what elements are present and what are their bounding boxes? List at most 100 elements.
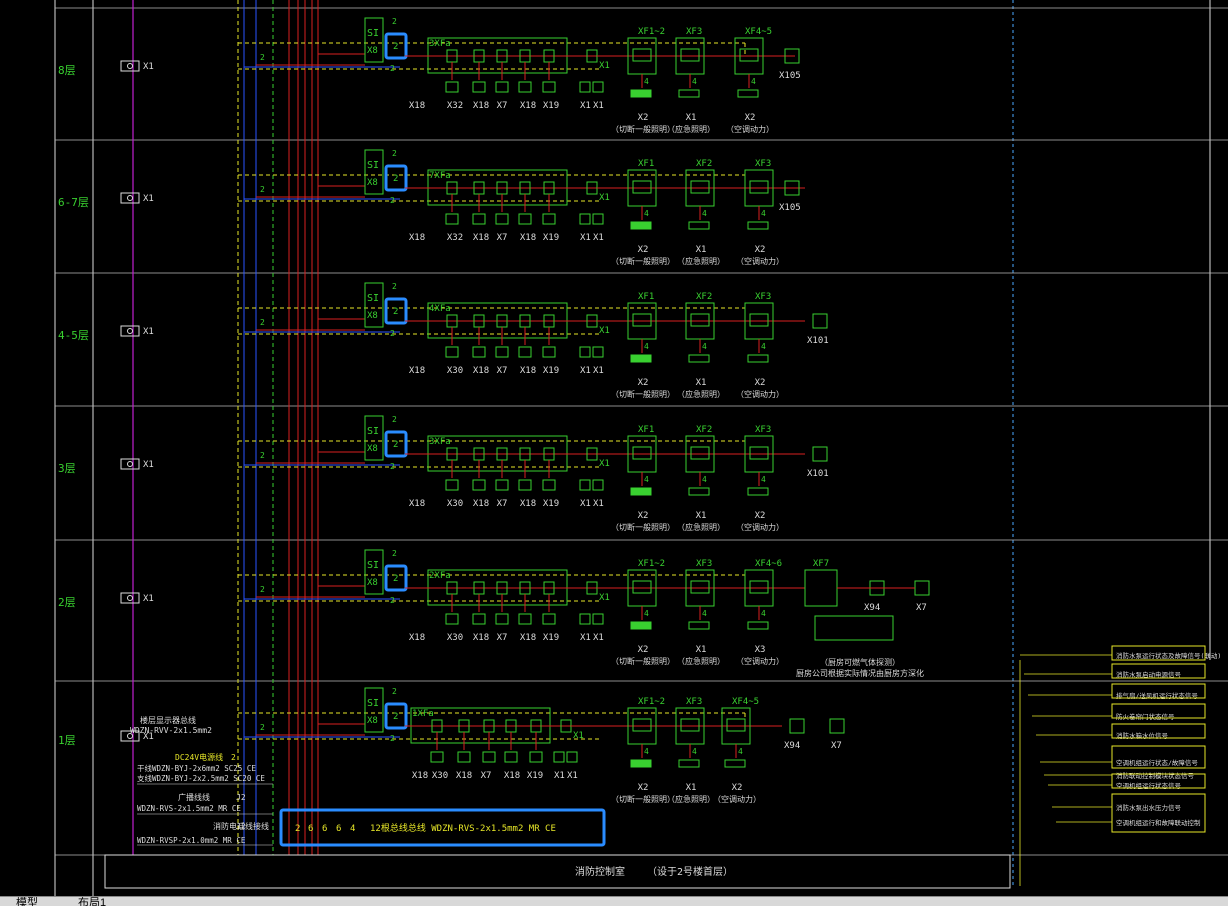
control-module [680, 48, 700, 62]
highlight-box [384, 702, 408, 730]
floor-display-icon [127, 595, 133, 601]
device-count: X18 [520, 366, 536, 376]
device-count: X32 [447, 101, 463, 111]
control-module [632, 48, 652, 62]
tab-model[interactable]: 模型 [16, 897, 38, 906]
module-icon [579, 346, 591, 358]
legend-item: 消防水泵启动电源信号 [1116, 670, 1182, 679]
xf-description: （应急照明） [677, 656, 725, 666]
bus-cable: 支线WDZN-BYJ-2x2.5mm2 SC20 CE [137, 773, 265, 783]
controlled-device [678, 89, 700, 98]
wire-count: 2 [390, 734, 395, 743]
end-device-qty: X101 [807, 469, 829, 479]
bus-cable: WDZN-RVS-2x1.5mm2 MR CE [137, 804, 241, 813]
device-count: X18 [504, 771, 520, 781]
module-count: X1 [567, 771, 578, 781]
xf-label: XF3 [755, 425, 771, 435]
floor-display-icon [127, 195, 133, 201]
controlled-device [747, 221, 769, 230]
wire-count: 4 [702, 342, 707, 351]
wire-count: 4 [751, 77, 756, 86]
si-isolator [364, 415, 384, 461]
floor-display-icon [120, 592, 140, 604]
cabinet-label: 3XFa [429, 437, 451, 447]
wire-count: 4 [761, 342, 766, 351]
xf-label: XF4~6 [755, 559, 782, 569]
cabinet-label: 4XFa [429, 304, 451, 314]
legend-item: 消防水箱水位信号 [1116, 731, 1169, 740]
xf-qty: X2 [745, 113, 756, 123]
floor-label: 2层 [58, 596, 76, 609]
device-count: X19 [527, 771, 543, 781]
si-label: SI [367, 160, 379, 171]
controlled-device [630, 89, 652, 98]
field-device-icon [445, 346, 459, 358]
legend-box [1111, 723, 1206, 739]
field-device-icon [518, 613, 532, 625]
si-label: SI [367, 560, 379, 571]
xf-qty: X1 [696, 511, 707, 521]
xf-label: XF2 [696, 425, 712, 435]
control-module [749, 180, 769, 194]
floor2-note: 厨房公司根据实际情况由厨房方深化 [796, 668, 924, 678]
module-icon [592, 479, 604, 491]
control-room-box [104, 854, 1011, 889]
wire-count: 4 [761, 609, 766, 618]
field-device-icon [542, 346, 556, 358]
device-count: X18 [520, 101, 536, 111]
xf-qty: X2 [755, 245, 766, 255]
bus-num: 2 [231, 753, 236, 762]
controlled-device [630, 221, 652, 230]
xf-label: XF3 [755, 292, 771, 302]
xf-description: （切断一般照明） [611, 389, 675, 399]
xf-description: （应急照明） [677, 389, 725, 399]
cabinet-label: 3XFa [429, 39, 451, 49]
control-module [749, 580, 769, 594]
xf-description: （空调动力） [736, 256, 784, 266]
controlled-device [688, 487, 710, 496]
wire-count: 2 [392, 17, 397, 26]
wire-count: 4 [644, 747, 649, 756]
xf-qty: X2 [732, 783, 743, 793]
device-count: X18 [473, 233, 489, 243]
wire-count: 2 [260, 723, 265, 732]
floor2-note: （厨房可燃气体探测） [820, 657, 900, 667]
cabinet-label: 7XFa [429, 171, 451, 181]
device-count: X18 [520, 233, 536, 243]
end-device-qty: X94 [864, 603, 880, 613]
xf-qty: X2 [638, 113, 649, 123]
control-room-note: （设于2号楼首层） [647, 865, 733, 878]
module-qty: X1 [599, 593, 610, 603]
wire-count: 2 [392, 687, 397, 696]
tab-layout-1[interactable]: 布局1 [78, 897, 107, 906]
controlled-device [630, 621, 652, 630]
bus-label: 广播线线 [178, 792, 210, 802]
device-count: X30 [447, 499, 463, 509]
wire-count: 4 [644, 475, 649, 484]
xf-description: （切断一般照明） [611, 124, 675, 134]
si-isolator [364, 549, 384, 595]
xf-label: XF1 [638, 425, 654, 435]
xf-qty: X2 [638, 783, 649, 793]
xf-qty: X1 [686, 113, 697, 123]
end-device [784, 48, 800, 64]
field-device-icon [518, 213, 532, 225]
module-count: X1 [580, 499, 591, 509]
bus-label: 消防电话线接线 [213, 821, 269, 831]
module-count: X1 [554, 771, 565, 781]
wire-count: 4 [644, 609, 649, 618]
module-icon [579, 213, 591, 225]
xf-description: （应急照明） [667, 124, 715, 134]
xf-label: XF1 [638, 159, 654, 169]
legend-item: 消防水泵出水压力信号 [1116, 803, 1182, 812]
control-module [632, 180, 652, 194]
xf-description: （空调动力） [736, 389, 784, 399]
wire-count: 2 [390, 462, 395, 471]
field-device-icon [542, 213, 556, 225]
bus-caption-highlight [279, 808, 606, 847]
module-icon [566, 751, 578, 763]
module-qty: X1 [573, 731, 584, 741]
